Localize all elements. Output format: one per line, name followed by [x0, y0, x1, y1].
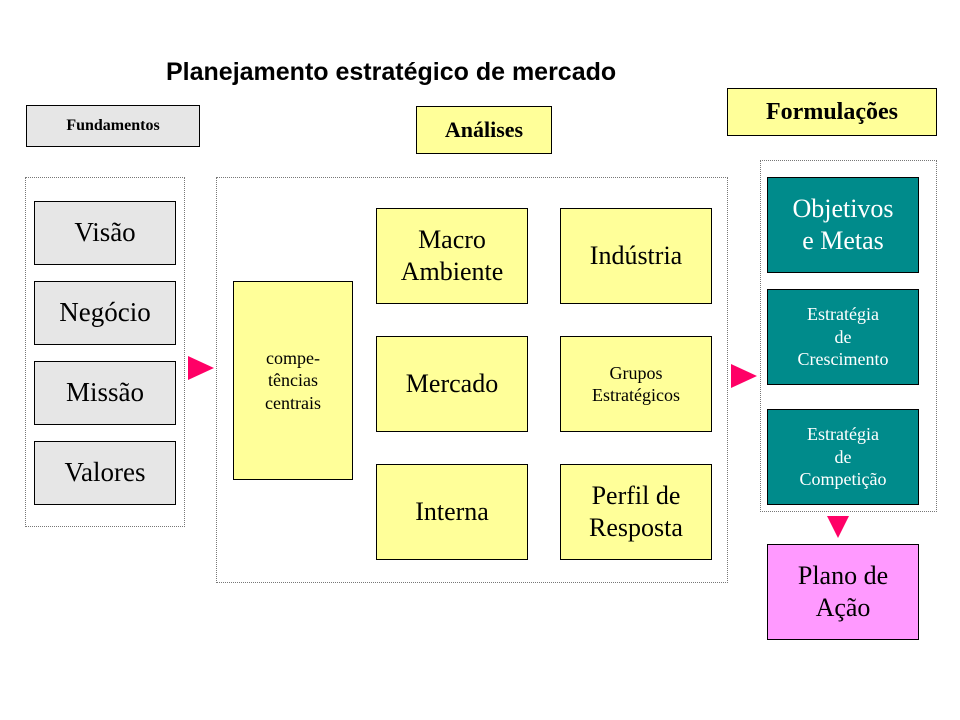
grupos-estrategicos-box: Grupos Estratégicos [560, 336, 712, 432]
formulacoes-panel [760, 160, 937, 512]
negocio-box: Negócio [34, 281, 176, 345]
page-title: Planejamento estratégico de mercado [166, 58, 617, 86]
fundamentos-panel [25, 177, 185, 527]
visao-box: Visão [34, 201, 176, 265]
perfil-resposta-box: Perfil de Resposta [560, 464, 712, 560]
mercado-box: Mercado [376, 336, 528, 432]
estrategia-competicao-box: Estratégia de Competição [767, 409, 919, 505]
interna-box: Interna [376, 464, 528, 560]
competencias-box: compe- tências centrais [233, 281, 353, 480]
objetivos-metas-box: Objetivos e Metas [767, 177, 919, 273]
arrow-right-icon [731, 364, 757, 388]
plano-acao-box: Plano de Ação [767, 544, 919, 640]
formulacoes-header: Formulações [727, 88, 937, 136]
valores-box: Valores [34, 441, 176, 505]
analises-header: Análises [416, 106, 552, 154]
missao-box: Missão [34, 361, 176, 425]
estrategia-crescimento-box: Estratégia de Crescimento [767, 289, 919, 385]
arrow-right-icon [188, 356, 214, 380]
fundamentos-header: Fundamentos [26, 105, 200, 147]
macro-ambiente-box: Macro Ambiente [376, 208, 528, 304]
analises-panel [216, 177, 728, 583]
industria-box: Indústria [560, 208, 712, 304]
arrow-down-icon [827, 516, 849, 538]
